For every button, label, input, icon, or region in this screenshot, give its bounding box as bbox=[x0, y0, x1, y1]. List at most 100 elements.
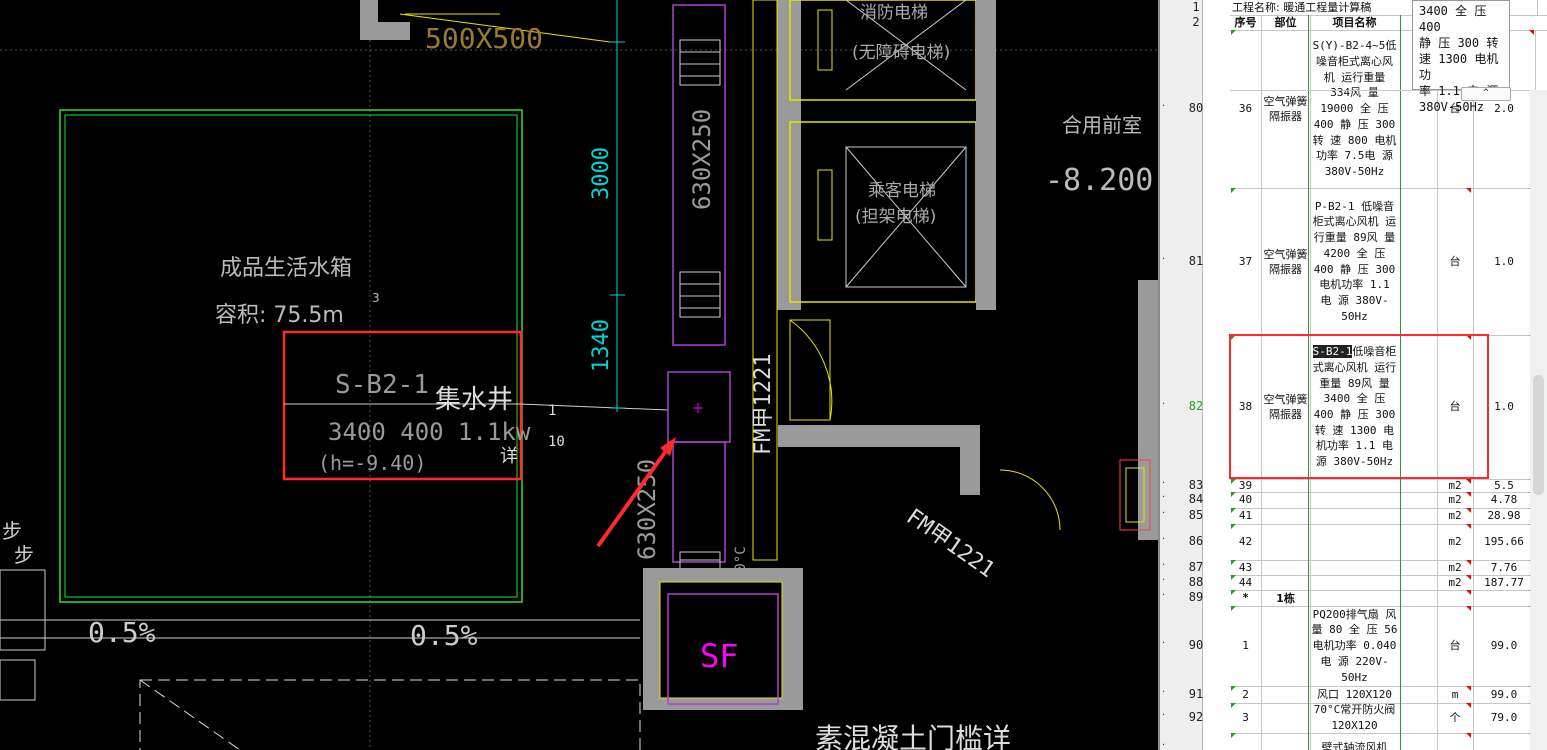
cad-drawing-canvas[interactable]: 500X500 成品生活水箱 容积: 75.5m 3 S-B2-1 3400 4… bbox=[0, 0, 1160, 750]
vertical-scrollbar[interactable] bbox=[1530, 90, 1547, 750]
cell-unit[interactable]: m2 bbox=[1437, 575, 1474, 590]
cell-item-name[interactable] bbox=[1308, 560, 1401, 575]
cell-unit[interactable]: 台 bbox=[1437, 188, 1474, 335]
cell-quantity[interactable] bbox=[1473, 590, 1536, 606]
row-number[interactable]: 92 bbox=[1188, 710, 1204, 724]
cell-quantity[interactable]: 99.0 bbox=[1473, 606, 1536, 686]
cell-seq[interactable]: 3 bbox=[1230, 703, 1262, 733]
cell-unit[interactable]: 台 bbox=[1437, 335, 1474, 479]
cell-blank[interactable] bbox=[1401, 686, 1438, 703]
cell-unit[interactable]: m2 bbox=[1437, 479, 1474, 492]
cell-item-name[interactable]: PQ200排气扇 风 量 80 全 压 56 电机功率 0.040 电 源 22… bbox=[1308, 606, 1401, 686]
tooltip-scroll-up-button[interactable]: ^ bbox=[1461, 87, 1511, 101]
cell-quantity[interactable]: 99.0 bbox=[1473, 686, 1536, 703]
row-header[interactable] bbox=[1160, 733, 1202, 750]
row-header[interactable] bbox=[1160, 703, 1202, 734]
cell-location[interactable] bbox=[1261, 508, 1311, 524]
cell-location[interactable]: 空气弹簧隔振器 bbox=[1261, 30, 1311, 188]
cell-location[interactable]: 1栋 bbox=[1261, 590, 1311, 606]
cell-item-name[interactable]: 风口 120X120 bbox=[1308, 686, 1401, 703]
table-row[interactable]: 工程名称: 暖通工程量计算稿 bbox=[1230, 0, 1547, 16]
cell-item-name[interactable] bbox=[1308, 575, 1401, 590]
row-header[interactable] bbox=[1160, 188, 1202, 336]
cell-seq[interactable]: 42 bbox=[1230, 524, 1262, 560]
cell-item-name[interactable] bbox=[1308, 479, 1401, 492]
cell-unit[interactable]: m bbox=[1437, 686, 1474, 703]
cell-unit[interactable]: 个 bbox=[1437, 703, 1474, 733]
cell-item-name[interactable]: S-B2-1低噪音柜式离心风机 运行重量 89风 量 3400 全 压 400 … bbox=[1308, 335, 1401, 479]
cell-blank[interactable] bbox=[1401, 590, 1438, 606]
cell-blank[interactable] bbox=[1401, 524, 1438, 560]
cell-quantity[interactable] bbox=[1473, 733, 1536, 750]
cell-blank[interactable] bbox=[1401, 560, 1438, 575]
scrollbar-thumb[interactable] bbox=[1533, 375, 1544, 495]
cell-seq[interactable]: * bbox=[1230, 590, 1262, 606]
cell-seq[interactable]: 44 bbox=[1230, 575, 1262, 590]
cell-item-name[interactable] bbox=[1308, 492, 1401, 508]
cell-seq[interactable]: 36 bbox=[1230, 30, 1262, 188]
table-row[interactable]: 壁式轴流风机 bbox=[1230, 733, 1547, 750]
cell-quantity[interactable]: 1.0 bbox=[1473, 188, 1536, 335]
cell-blank[interactable] bbox=[1401, 606, 1438, 686]
row-number[interactable]: 2 bbox=[1192, 14, 1200, 29]
cell-location[interactable] bbox=[1261, 606, 1311, 686]
cell-unit[interactable]: m2 bbox=[1437, 560, 1474, 575]
header-loc[interactable]: 部位 bbox=[1261, 15, 1311, 30]
cell-item-name[interactable] bbox=[1308, 524, 1401, 560]
cell-unit[interactable]: 台 bbox=[1437, 606, 1474, 686]
row-number[interactable]: 87 bbox=[1188, 559, 1204, 574]
cell-location[interactable] bbox=[1261, 479, 1311, 492]
row-number[interactable]: 85 bbox=[1188, 508, 1204, 522]
cell-blank[interactable] bbox=[1401, 188, 1438, 335]
cell-quantity[interactable]: 5.5 bbox=[1473, 479, 1536, 492]
cell-item-name[interactable]: P-B2-1 低噪音柜式离心风机 运行重量 89风 量 4200 全 压 400… bbox=[1308, 188, 1401, 335]
table-row[interactable]: 1 PQ200排气扇 风 量 80 全 压 56 电机功率 0.040 电 源 2… bbox=[1230, 606, 1547, 687]
row-header[interactable] bbox=[1160, 335, 1202, 480]
cell-blank[interactable] bbox=[1401, 479, 1438, 492]
cell-quantity[interactable]: 195.66 bbox=[1473, 524, 1536, 560]
row-header[interactable] bbox=[1160, 606, 1202, 687]
row-number[interactable]: 89 bbox=[1188, 590, 1204, 604]
cell-blank[interactable] bbox=[1401, 733, 1438, 750]
cell-quantity[interactable]: 1.0 bbox=[1473, 335, 1536, 479]
cell-item-name[interactable]: S(Y)-B2-4~5低噪音柜式离心风机 运行重量 334风 量 19000 全… bbox=[1308, 30, 1401, 188]
row-number[interactable]: 91 bbox=[1188, 686, 1204, 701]
cell-seq[interactable]: 2 bbox=[1230, 686, 1262, 703]
cell-quantity[interactable]: 7.76 bbox=[1473, 560, 1536, 575]
cell-blank[interactable] bbox=[1401, 703, 1438, 733]
cell-item-name[interactable] bbox=[1308, 508, 1401, 524]
row-number[interactable]: 90 bbox=[1188, 638, 1204, 652]
cell-unit[interactable]: m2 bbox=[1437, 492, 1474, 508]
cell-location[interactable] bbox=[1261, 686, 1311, 703]
cell-unit[interactable]: m2 bbox=[1437, 524, 1474, 560]
cell-blank[interactable] bbox=[1401, 335, 1438, 479]
cell-blank[interactable] bbox=[1401, 575, 1438, 590]
cell-item-name[interactable]: 壁式轴流风机 bbox=[1308, 733, 1401, 750]
cell-quantity[interactable]: 4.78 bbox=[1473, 492, 1536, 508]
cell-location[interactable] bbox=[1261, 560, 1311, 575]
row-number[interactable]: 88 bbox=[1188, 574, 1204, 589]
row-number[interactable]: 1 bbox=[1192, 0, 1200, 14]
cell-seq[interactable] bbox=[1230, 733, 1262, 750]
cell-location[interactable] bbox=[1261, 703, 1311, 733]
cell-blank[interactable] bbox=[1401, 508, 1438, 524]
cell-unit[interactable] bbox=[1437, 733, 1474, 750]
cell-unit[interactable]: m2 bbox=[1437, 508, 1474, 524]
cell-seq[interactable]: 1 bbox=[1230, 606, 1262, 686]
cell-blank[interactable] bbox=[1401, 492, 1438, 508]
cell-location[interactable] bbox=[1261, 492, 1311, 508]
cell-location[interactable] bbox=[1261, 575, 1311, 590]
project-title-cell[interactable]: 工程名称: 暖通工程量计算稿 bbox=[1230, 0, 1538, 15]
cell-seq[interactable]: 38 bbox=[1230, 335, 1262, 479]
row-number[interactable]: 84 bbox=[1188, 492, 1204, 506]
header-seq[interactable]: 序号 bbox=[1230, 15, 1262, 30]
